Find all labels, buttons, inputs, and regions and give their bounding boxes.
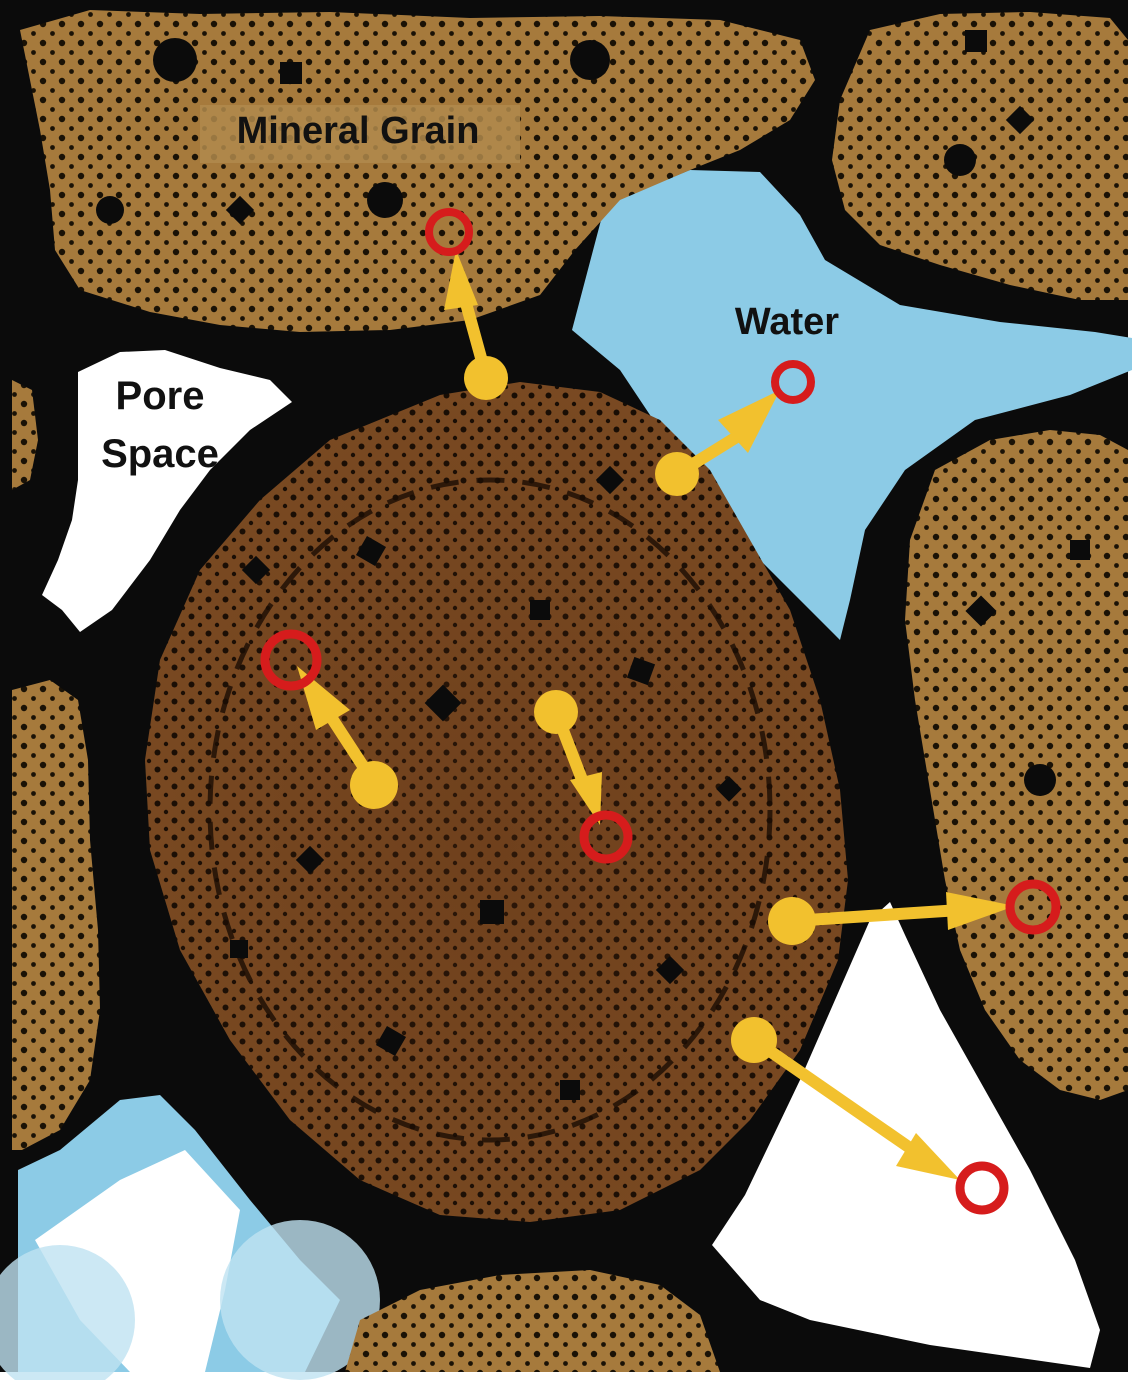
start-ball [534,690,578,734]
start-ball [464,356,508,400]
pore-space-label-line1: Pore [116,374,205,418]
start-ball [655,452,699,496]
white-border-right [1128,0,1137,1380]
pore-space-label-line2: Space [101,432,219,476]
white-border-bottom [0,1372,1137,1380]
water-label: Water [735,301,839,343]
start-ball [768,897,816,945]
start-ball [350,761,398,809]
mineral-grain-label: Mineral Grain [237,110,480,152]
start-ball [731,1017,777,1063]
